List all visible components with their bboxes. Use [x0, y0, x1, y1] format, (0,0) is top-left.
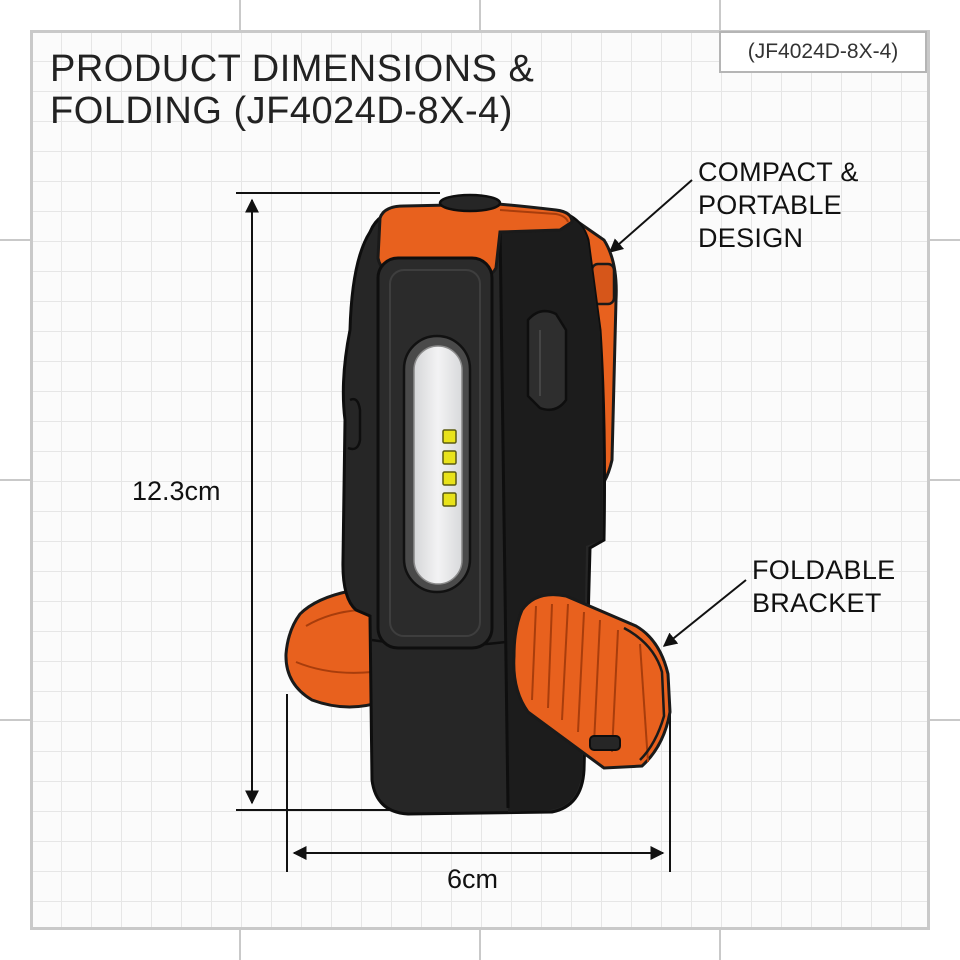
side-button [526, 309, 568, 411]
crop-mark [479, 930, 481, 960]
crop-mark [479, 0, 481, 30]
crop-mark [930, 479, 960, 481]
height-dimension [236, 192, 440, 811]
led-chip [442, 471, 457, 486]
crop-mark [239, 0, 241, 30]
led-chip [442, 492, 457, 507]
led-chip [442, 450, 457, 465]
model-tag: (JF4024D-8X-4) [719, 31, 927, 73]
top-button [438, 193, 502, 213]
callout-foldable-bracket: FOLDABLE BRACKET [752, 555, 896, 618]
crop-mark [239, 930, 241, 960]
led-lens [413, 345, 463, 585]
led-chips [442, 429, 457, 507]
callout-compact-design: COMPACT & PORTABLE DESIGN [698, 157, 859, 253]
compact-arrow [608, 179, 693, 253]
crop-mark [0, 719, 30, 721]
height-label: 12.3cm [132, 476, 221, 506]
bracket-grip [531, 603, 649, 763]
width-dimension [286, 694, 671, 872]
led-chip [442, 429, 457, 444]
crop-mark [930, 239, 960, 241]
crop-mark [930, 719, 960, 721]
page-title: PRODUCT DIMENSIONS & FOLDING (JF4024D-8X… [50, 48, 535, 132]
width-label: 6cm [447, 864, 499, 894]
crop-mark [0, 479, 30, 481]
bracket-arrow [662, 579, 747, 647]
crop-mark [719, 0, 721, 30]
crop-mark [719, 930, 721, 960]
left-bracket-wing [284, 589, 388, 709]
right-bracket [512, 593, 672, 770]
crop-mark [0, 239, 30, 241]
